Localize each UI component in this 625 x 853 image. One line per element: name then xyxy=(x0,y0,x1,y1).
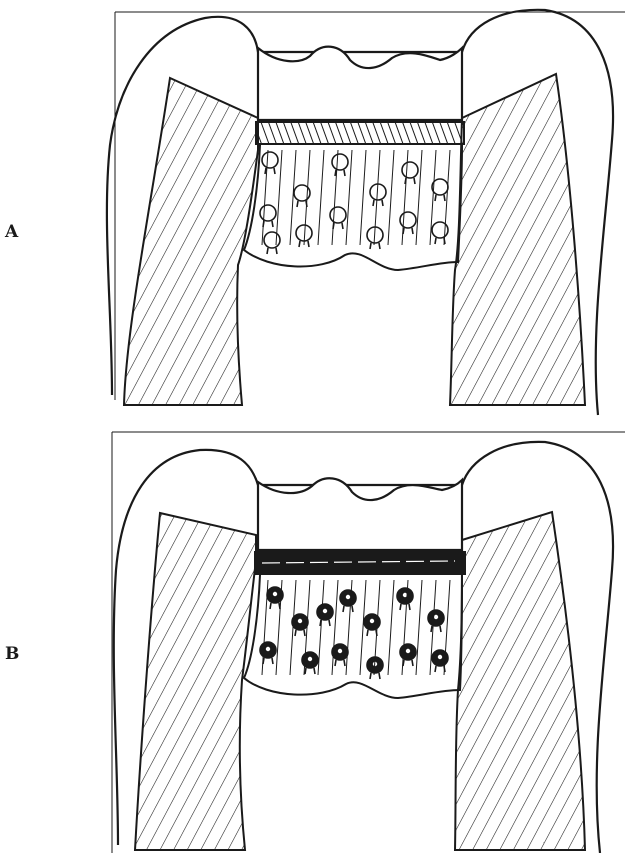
dentin-tubule xyxy=(262,580,268,675)
pulp-cell-process xyxy=(370,673,380,679)
pulp-cell xyxy=(330,207,346,223)
dentin-tubule xyxy=(388,580,394,675)
dentin-right xyxy=(455,512,585,850)
cavity-outline xyxy=(258,47,462,120)
pulp-cell-nucleus xyxy=(297,618,303,624)
pulp-cell-nucleus xyxy=(437,654,443,660)
pulp-cell-nucleus xyxy=(272,591,278,597)
pulp-cell-nucleus xyxy=(322,608,328,614)
pulp-cell-nucleus xyxy=(265,646,271,652)
dentin-tubule xyxy=(360,150,366,245)
pulp-cell-process xyxy=(335,660,345,666)
panel-a xyxy=(107,10,625,415)
pulp-cell-process xyxy=(305,668,315,674)
pulp-cell xyxy=(264,232,280,248)
pulp-cell-nucleus xyxy=(307,656,313,662)
dentin-left xyxy=(135,513,256,850)
tubules-b xyxy=(262,580,450,675)
pulp-cell-process xyxy=(333,223,343,229)
pulp-cell-process xyxy=(403,660,413,666)
pulp-cell-nucleus xyxy=(345,594,351,600)
pulp-cell xyxy=(262,152,278,168)
dentin-tubule xyxy=(332,580,338,675)
pulp-cell-nucleus xyxy=(337,648,343,654)
dentin-left xyxy=(124,78,258,405)
pulp-cell-process xyxy=(295,630,305,636)
pulp-cell-process xyxy=(267,248,277,254)
pulp-cell-process xyxy=(270,603,280,609)
dentin-right xyxy=(450,74,585,405)
tubules-a xyxy=(262,150,450,245)
pulp-cell-nucleus xyxy=(369,618,375,624)
dentin-tubule xyxy=(416,150,422,245)
pulp-cell xyxy=(332,154,348,170)
pulp-cell-process xyxy=(263,221,273,227)
pulp-cell-process xyxy=(343,606,353,612)
pulp-cell-process xyxy=(400,604,410,610)
cell-group-b xyxy=(260,587,448,679)
dentin-tubule xyxy=(360,580,366,675)
pulp-cell-process xyxy=(403,228,413,234)
pulp-cell-nucleus xyxy=(405,648,411,654)
cell-group-a xyxy=(260,152,448,254)
dentin-tubule xyxy=(318,150,324,245)
pulp-cell-process xyxy=(370,243,380,249)
dentin-tubule xyxy=(374,150,380,245)
pulp-cell xyxy=(260,205,276,221)
pulp-cell-process xyxy=(263,658,273,664)
dentin-tubule xyxy=(318,580,324,675)
pulp-cell xyxy=(402,162,418,178)
dentin-tubule xyxy=(388,150,394,245)
pulp-cell-process xyxy=(367,630,377,636)
pulp-cell-process xyxy=(435,666,445,672)
pulp-cell-process xyxy=(297,201,307,207)
panel-b xyxy=(112,432,625,853)
liner-layer xyxy=(256,122,464,144)
dentin-tubule xyxy=(416,580,422,675)
pulp-cell-process xyxy=(435,238,445,244)
pulp-cell xyxy=(400,212,416,228)
cavity-outline xyxy=(258,478,462,550)
pulp-cell-process xyxy=(373,200,383,206)
pulp-cell-process xyxy=(435,195,445,201)
